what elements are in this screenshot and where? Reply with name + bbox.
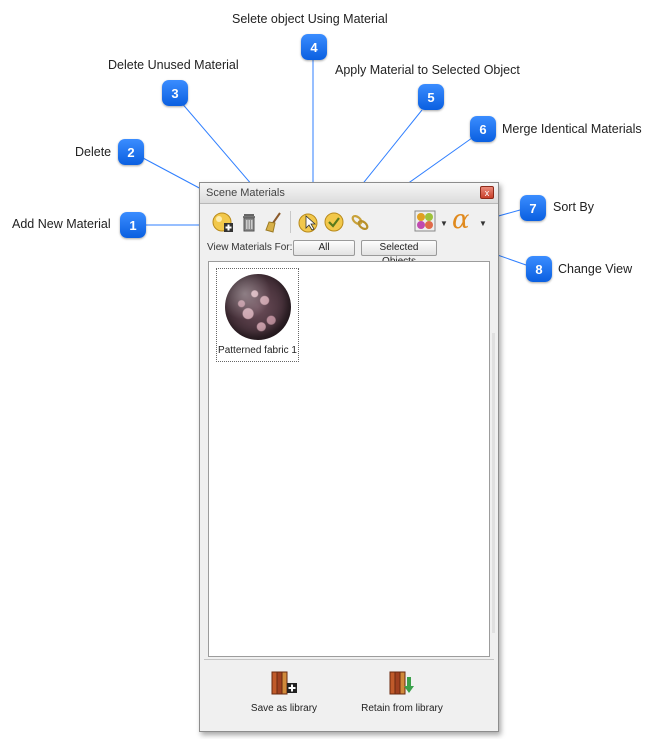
callout-badge-2: 2	[118, 139, 144, 165]
save-as-library-label: Save as library	[250, 703, 318, 714]
save-as-library-button[interactable]: Save as library	[229, 665, 339, 723]
callout-label-add-new-material: Add New Material	[12, 217, 111, 231]
add-material-icon[interactable]	[212, 211, 234, 233]
close-button[interactable]: x	[480, 186, 494, 199]
broom-icon[interactable]	[263, 211, 285, 233]
window-titlebar[interactable]: Scene Materials x	[200, 183, 498, 204]
callout-label-sort-by: Sort By	[553, 200, 594, 214]
trash-icon[interactable]	[238, 211, 260, 233]
merge-links-icon[interactable]	[349, 211, 371, 233]
callout-badge-3: 3	[162, 80, 188, 106]
sort-alpha-icon[interactable]: α	[452, 205, 470, 235]
callout-label-delete-unused: Delete Unused Material	[108, 58, 239, 72]
apply-checkmark-icon[interactable]	[323, 211, 345, 233]
callout-label-merge-identical: Merge Identical Materials	[502, 122, 642, 136]
view-dropdown-arrow-icon[interactable]: ▼	[440, 219, 448, 228]
callout-badge-6: 6	[470, 116, 496, 142]
callout-badge-5: 5	[418, 84, 444, 110]
scene-materials-window: Scene Materials x	[199, 182, 499, 732]
sort-dropdown-arrow-icon[interactable]: ▼	[479, 219, 487, 228]
view-materials-for-label: View Materials For:	[207, 242, 293, 253]
material-item[interactable]: Patterned fabric 1	[216, 268, 299, 362]
material-name: Patterned fabric 1	[218, 345, 297, 356]
window-title: Scene Materials	[206, 187, 285, 199]
retain-from-library-button[interactable]: Retain from library	[347, 665, 457, 723]
scrollbar[interactable]	[492, 333, 495, 633]
callout-badge-4: 4	[301, 34, 327, 60]
callout-badge-7: 7	[520, 195, 546, 221]
callout-label-select-by-material: Selete object Using Material	[232, 12, 388, 26]
materials-panel[interactable]: Patterned fabric 1	[208, 261, 490, 657]
callout-label-apply-material: Apply Material to Selected Object	[335, 63, 520, 77]
footer-divider	[204, 659, 494, 660]
view-thumbnails-icon[interactable]	[414, 210, 436, 232]
callout-label-delete: Delete	[75, 145, 112, 159]
filter-all-button[interactable]: All	[293, 240, 355, 256]
library-books-save-icon	[270, 669, 298, 697]
retain-from-library-label: Retain from library	[361, 703, 443, 714]
filter-selected-objects-button[interactable]: Selected Objects	[361, 240, 437, 267]
callout-label-change-view: Change View	[558, 262, 633, 276]
material-swatch	[225, 274, 291, 340]
library-books-retain-icon	[388, 669, 416, 697]
callout-badge-8: 8	[526, 256, 552, 282]
callout-badge-1: 1	[120, 212, 146, 238]
toolbar-separator	[290, 211, 291, 233]
select-by-material-icon[interactable]	[297, 211, 319, 233]
